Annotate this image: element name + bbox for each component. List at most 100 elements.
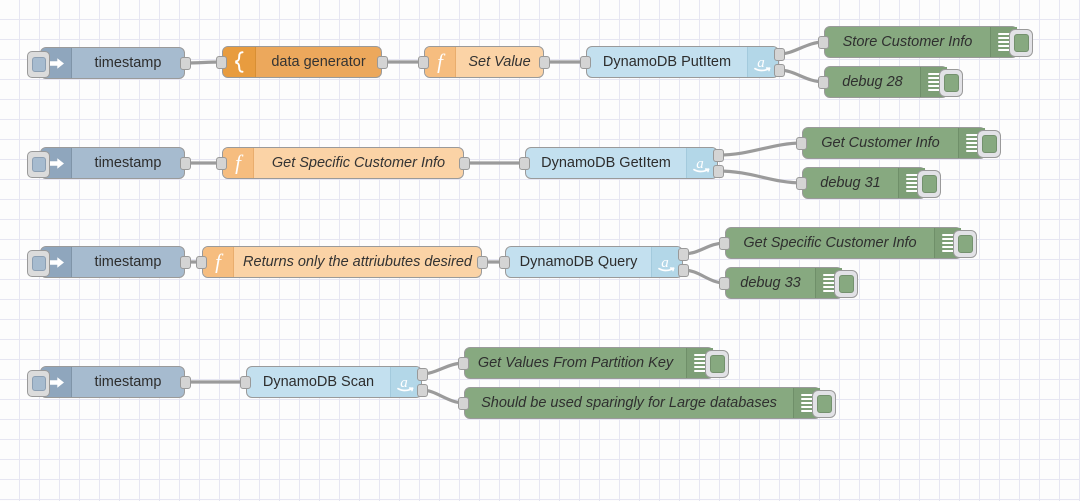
output-port[interactable] bbox=[180, 157, 191, 170]
input-port[interactable] bbox=[458, 357, 469, 370]
debug-enable-toggle[interactable] bbox=[834, 270, 858, 298]
output-port[interactable] bbox=[539, 56, 550, 69]
input-port[interactable] bbox=[796, 177, 807, 190]
output-port-1[interactable] bbox=[678, 248, 689, 261]
input-port[interactable] bbox=[418, 56, 429, 69]
debug-toggle-glyph bbox=[838, 275, 854, 293]
debug-line bbox=[822, 274, 836, 276]
wire[interactable] bbox=[717, 141, 803, 157]
input-port[interactable] bbox=[240, 376, 251, 389]
node-debug-debug-7[interactable]: Get Values From Partition Key bbox=[458, 347, 729, 379]
input-port[interactable] bbox=[216, 157, 227, 170]
debug-line bbox=[927, 81, 941, 83]
debug-enable-toggle[interactable] bbox=[812, 390, 836, 418]
debug-line bbox=[965, 150, 979, 152]
debug-line bbox=[965, 146, 979, 148]
inject-trigger-glyph bbox=[31, 57, 46, 72]
debug-line bbox=[997, 41, 1011, 43]
output-port[interactable] bbox=[180, 256, 191, 269]
debug-enable-toggle[interactable] bbox=[939, 69, 963, 97]
debug-line bbox=[693, 354, 707, 356]
output-port-1[interactable] bbox=[417, 368, 428, 381]
input-port[interactable] bbox=[818, 76, 829, 89]
output-port-1[interactable] bbox=[713, 149, 724, 162]
input-port[interactable] bbox=[719, 277, 730, 290]
node-debug-debug-8[interactable]: Should be used sparingly for Large datab… bbox=[458, 387, 836, 419]
debug-line bbox=[905, 174, 919, 176]
inject-trigger-glyph bbox=[31, 157, 46, 172]
node-debug-debug-3[interactable]: Get Customer Info bbox=[796, 127, 1001, 159]
debug-line bbox=[905, 186, 919, 188]
node-icon-band: f bbox=[425, 47, 456, 77]
node-debug-debug-5[interactable]: Get Specific Customer Info bbox=[719, 227, 977, 259]
node-label: Returns only the attriubutes desired bbox=[243, 254, 472, 270]
input-port[interactable] bbox=[196, 256, 207, 269]
debug-line bbox=[905, 190, 919, 192]
inject-trigger-button[interactable] bbox=[27, 370, 50, 397]
node-inject-inject-2[interactable]: timestamp bbox=[27, 147, 191, 179]
input-port[interactable] bbox=[519, 157, 530, 170]
inject-trigger-button[interactable] bbox=[27, 250, 50, 277]
debug-line bbox=[800, 406, 814, 408]
node-inject-inject-1[interactable]: timestamp bbox=[27, 47, 191, 79]
debug-line bbox=[997, 37, 1011, 39]
output-port[interactable] bbox=[477, 256, 488, 269]
output-port[interactable] bbox=[377, 56, 388, 69]
output-port[interactable] bbox=[180, 57, 191, 70]
debug-line bbox=[941, 250, 955, 252]
node-debug-debug-1[interactable]: Store Customer Info bbox=[818, 26, 1033, 58]
output-port-2[interactable] bbox=[713, 165, 724, 178]
amazon-a-icon: a bbox=[754, 55, 771, 72]
input-port[interactable] bbox=[499, 256, 510, 269]
node-debug-debug-4[interactable]: debug 31 bbox=[796, 167, 941, 199]
node-label: DynamoDB Scan bbox=[262, 374, 375, 390]
debug-lines-icon bbox=[693, 354, 707, 372]
node-icon-band: a bbox=[747, 47, 778, 77]
node-inject-inject-3[interactable]: timestamp bbox=[27, 246, 191, 278]
output-port[interactable] bbox=[180, 376, 191, 389]
debug-toggle-glyph bbox=[709, 355, 725, 373]
node-json-json-1[interactable]: data generator bbox=[216, 46, 388, 78]
debug-line bbox=[693, 362, 707, 364]
node-debug-debug-6[interactable]: debug 33 bbox=[719, 267, 858, 299]
node-label: debug 28 bbox=[842, 74, 903, 90]
wire[interactable] bbox=[717, 169, 803, 185]
input-port[interactable] bbox=[216, 56, 227, 69]
svg-text:a: a bbox=[661, 255, 669, 271]
json-brace-icon bbox=[235, 51, 244, 73]
output-port[interactable] bbox=[459, 157, 470, 170]
output-port-1[interactable] bbox=[774, 48, 785, 61]
debug-line bbox=[822, 290, 836, 292]
debug-enable-toggle[interactable] bbox=[1009, 29, 1033, 57]
node-inject-inject-4[interactable]: timestamp bbox=[27, 366, 191, 398]
input-port[interactable] bbox=[580, 56, 591, 69]
inject-trigger-button[interactable] bbox=[27, 151, 50, 178]
input-port[interactable] bbox=[719, 237, 730, 250]
debug-enable-toggle[interactable] bbox=[917, 170, 941, 198]
inject-trigger-button[interactable] bbox=[27, 51, 50, 78]
node-icon-band bbox=[223, 47, 256, 77]
svg-text:a: a bbox=[696, 156, 704, 172]
input-port[interactable] bbox=[796, 137, 807, 150]
debug-enable-toggle[interactable] bbox=[953, 230, 977, 258]
input-port[interactable] bbox=[458, 397, 469, 410]
debug-line bbox=[997, 33, 1011, 35]
debug-toggle-glyph bbox=[921, 175, 937, 193]
output-port-2[interactable] bbox=[774, 64, 785, 77]
debug-enable-toggle[interactable] bbox=[705, 350, 729, 378]
input-port[interactable] bbox=[818, 36, 829, 49]
debug-lines-icon bbox=[997, 33, 1011, 51]
output-port-2[interactable] bbox=[417, 384, 428, 397]
node-debug-debug-2[interactable]: debug 28 bbox=[818, 66, 963, 98]
debug-enable-toggle[interactable] bbox=[977, 130, 1001, 158]
output-port-2[interactable] bbox=[678, 264, 689, 277]
debug-lines-icon bbox=[941, 234, 955, 252]
